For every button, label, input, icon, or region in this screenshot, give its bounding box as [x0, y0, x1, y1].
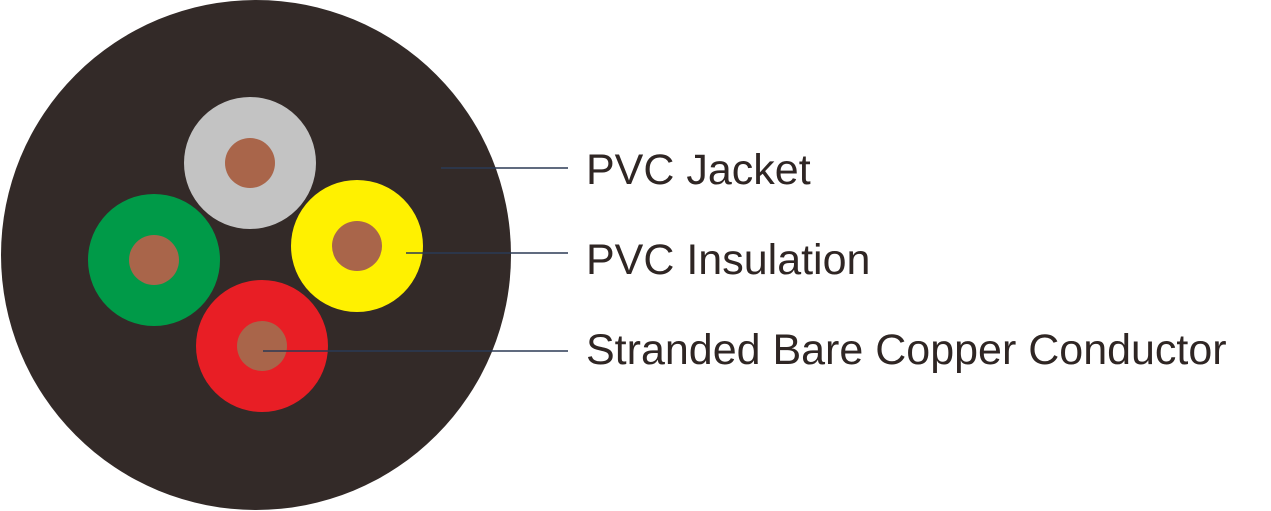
core-yellow [291, 180, 423, 312]
core-gray [184, 97, 316, 229]
label-pvc-insulation: PVC Insulation [586, 236, 871, 284]
conductor-gray [225, 138, 275, 188]
conductor-green [129, 235, 179, 285]
core-red [196, 280, 328, 412]
pvc-jacket [1, 0, 511, 510]
conductor-yellow [332, 221, 382, 271]
core-green [88, 194, 220, 326]
label-pvc-jacket: PVC Jacket [586, 146, 811, 194]
label-stranded-bare-copper-conductor: Stranded Bare Copper Conductor [586, 326, 1227, 374]
conductor-red [237, 321, 287, 371]
